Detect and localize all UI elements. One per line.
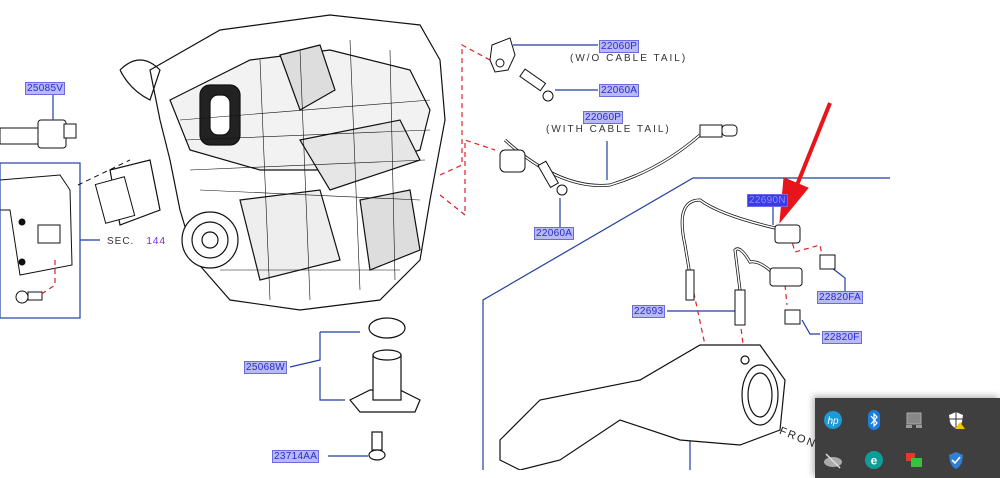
part-label-22060a-top[interactable]: 22060A (599, 84, 640, 97)
hp-icon[interactable]: hp (821, 408, 845, 432)
display-icon[interactable] (902, 408, 926, 432)
eset-icon[interactable]: e (862, 448, 886, 472)
security-warning-icon[interactable] (944, 408, 968, 432)
part-label-22693[interactable]: 22693 (632, 305, 666, 318)
catalytic-converter (499, 344, 786, 470)
svg-text:e: e (871, 454, 878, 468)
red-arrow (779, 102, 832, 224)
leader-lines (0, 44, 890, 470)
sensor-25085v (0, 119, 77, 149)
part-label-22060a-bottom[interactable]: 22060A (534, 227, 575, 240)
oil-level-sensor (349, 317, 421, 461)
network-monitor-icon[interactable] (902, 448, 926, 472)
part-label-25085v[interactable]: 25085V (25, 82, 66, 95)
part-label-22690n-selected[interactable]: 22690N (747, 194, 788, 207)
part-label-25068w[interactable]: 25068W (244, 361, 288, 374)
part-label-22820fa[interactable]: 22820FA (817, 291, 864, 304)
bracket (0, 174, 73, 304)
svg-text:hp: hp (827, 416, 839, 427)
defender-shield-icon[interactable] (944, 448, 968, 472)
sec-number[interactable]: 144 (146, 236, 167, 247)
part-label-22820f[interactable]: 22820F (822, 331, 862, 344)
part-label-23714aa[interactable]: 23714AA (272, 450, 320, 463)
system-tray-overflow: hp e (815, 398, 1000, 478)
onedrive-off-icon[interactable] (821, 448, 845, 472)
section-reference[interactable]: SEC. 144 (107, 236, 166, 247)
note-wo-cable-tail: (W/O CABLE TAIL) (570, 53, 688, 64)
part-label-22060p-with-tail[interactable]: 22060P (583, 111, 624, 124)
oxygen-sensors (680, 198, 777, 291)
engine-assembly (109, 14, 446, 311)
note-with-cable-tail: (WITH CABLE TAIL) (546, 124, 671, 135)
bluetooth-icon[interactable] (862, 408, 886, 432)
part-label-22060p-wo-tail[interactable]: 22060P (599, 40, 640, 53)
crank-sensor-parts (489, 37, 738, 196)
sec-prefix: SEC. (107, 236, 135, 247)
